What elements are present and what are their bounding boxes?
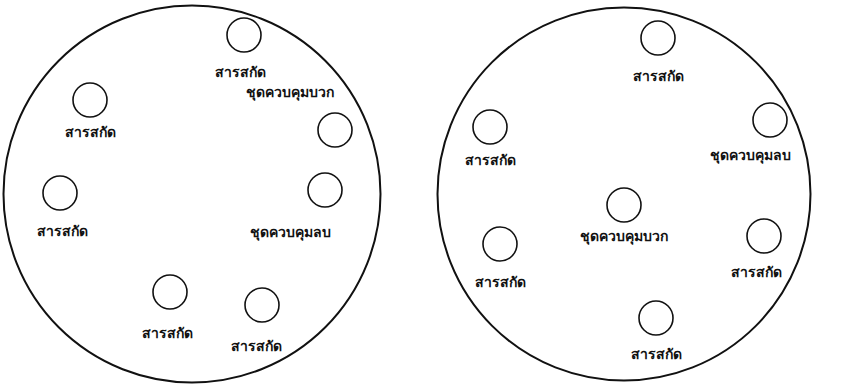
well-circle [606, 187, 642, 223]
well-label: สารสกัด [475, 274, 526, 291]
well-circle [152, 274, 188, 310]
well-label: สารสกัด [231, 338, 282, 355]
well-circle [42, 175, 78, 211]
well-circle [226, 17, 262, 53]
sample-well: สารสกัด [65, 82, 116, 140]
well-circle [472, 109, 508, 145]
well-label: สารสกัด [631, 346, 682, 363]
petri-dish: สารสกัดสารสกัดชุดควบคุมบวกสารสกัดชุดควบค… [2, 4, 382, 384]
sample-well: สารสกัด [633, 20, 684, 84]
well-circle [638, 300, 674, 336]
well-label: สารสกัด [215, 64, 266, 81]
well-circle [482, 226, 518, 262]
well-circle [72, 82, 108, 118]
sample-well: สารสกัด [142, 274, 193, 341]
well-label: สารสกัด [37, 223, 88, 240]
sample-well: สารสกัด [731, 218, 783, 280]
well-label: สารสกัด [731, 264, 782, 281]
dish-outline [436, 6, 812, 382]
well-label: ชุดควบคุมลบ [250, 224, 331, 241]
well-circle [746, 218, 782, 254]
well-label: ชุดควบคุมบวก [580, 228, 668, 245]
well-circle [752, 102, 788, 138]
well-circle [244, 287, 280, 323]
well-circle [317, 112, 353, 148]
well-label: สารสกัด [465, 152, 516, 169]
petri-dish: สารสกัดสารสกัดชุดควบคุมลบชุดควบคุมบวกสาร… [436, 6, 812, 382]
sample-well: ชุดควบคุมบวก [246, 84, 353, 148]
well-label: สารสกัด [142, 325, 193, 342]
sample-well: ชุดควบคุมลบ [250, 172, 344, 240]
sample-well: สารสกัด [215, 17, 266, 80]
sample-well: สารสกัด [37, 175, 88, 239]
well-circle [640, 20, 676, 56]
well-label: ชุดควบคุมบวก [246, 84, 334, 101]
sample-well: สารสกัด [475, 226, 526, 290]
well-label: สารสกัด [633, 68, 684, 85]
well-label: ชุดควบคุมลบ [710, 147, 791, 164]
sample-well: สารสกัด [465, 109, 516, 168]
sample-well: สารสกัด [231, 287, 282, 354]
sample-well: ชุดควบคุมบวก [580, 187, 668, 244]
sample-well: สารสกัด [631, 300, 682, 362]
sample-well: ชุดควบคุมลบ [710, 102, 791, 163]
well-label: สารสกัด [65, 124, 116, 141]
well-circle [307, 172, 343, 208]
